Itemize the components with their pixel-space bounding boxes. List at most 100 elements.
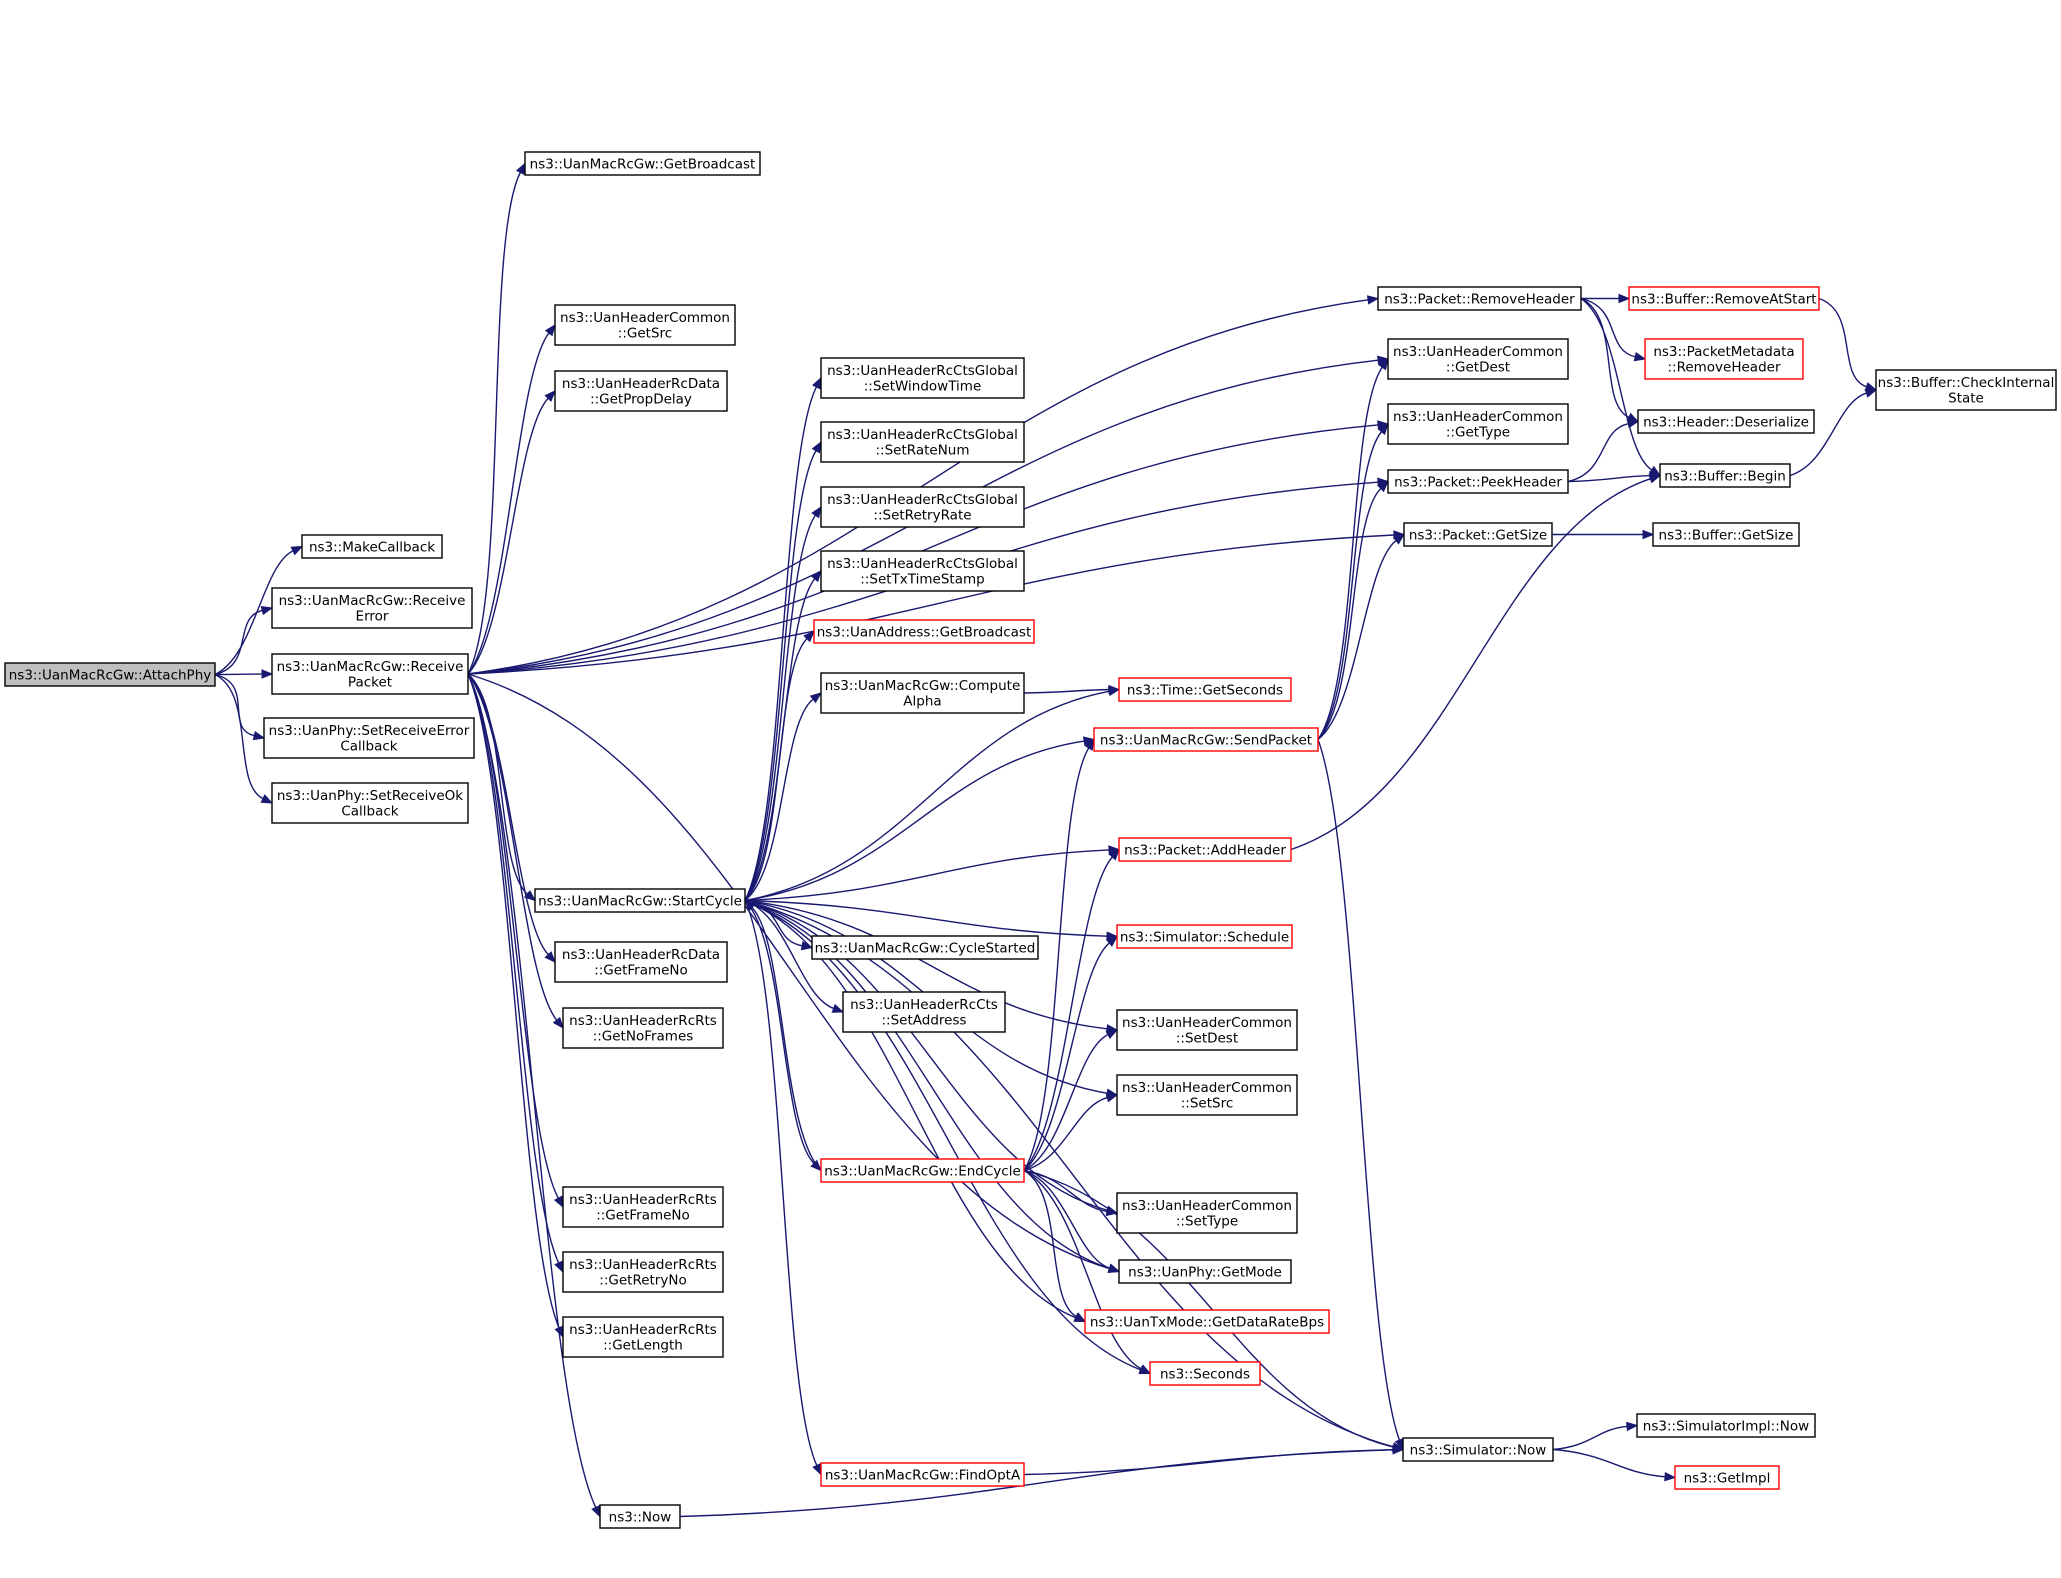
node-label: ns3::Header::Deserialize xyxy=(1643,414,1809,430)
node-box xyxy=(1387,403,1569,445)
node-label: Callback xyxy=(341,804,398,820)
node-rtsframeno[interactable]: ns3::UanHeaderRcRts::GetFrameNo xyxy=(562,1186,724,1228)
node-label: ::GetFrameNo xyxy=(596,1208,690,1224)
node-bufbegin[interactable]: ns3::Buffer::Begin xyxy=(1659,463,1791,488)
node-rtsnoframes[interactable]: ns3::UanHeaderRcRts::GetNoFrames xyxy=(562,1007,724,1049)
node-ctssetaddress[interactable]: ns3::UanHeaderRcCts::SetAddress xyxy=(842,991,1006,1033)
node-timegetseconds[interactable]: ns3::Time::GetSeconds xyxy=(1118,677,1292,702)
node-setwindowtime[interactable]: ns3::UanHeaderRcCtsGlobal::SetWindowTime xyxy=(820,357,1025,399)
edge-line xyxy=(467,424,1379,675)
node-rtslength[interactable]: ns3::UanHeaderRcRts::GetLength xyxy=(562,1316,724,1358)
node-hcsetsrc[interactable]: ns3::UanHeaderCommon::SetSrc xyxy=(1116,1074,1298,1116)
node-sendpacket[interactable]: ns3::UanMacRcGw::SendPacket xyxy=(1093,727,1319,752)
edge-line xyxy=(744,899,1077,1319)
edge-line xyxy=(1317,431,1383,740)
edge-arrowhead xyxy=(1105,1029,1119,1039)
node-settxtimestamp[interactable]: ns3::UanHeaderRcCtsGlobal::SetTxTimeStam… xyxy=(820,550,1025,592)
node-pmremoveheader[interactable]: ns3::PacketMetadata::RemoveHeader xyxy=(1644,338,1804,380)
node-box xyxy=(1659,463,1791,488)
node-now[interactable]: ns3::Now xyxy=(599,1504,681,1529)
node-seconds[interactable]: ns3::Seconds xyxy=(1149,1361,1261,1386)
node-attach[interactable]: ns3::UanMacRcGw::AttachPhy xyxy=(4,662,216,687)
node-removeheader[interactable]: ns3::Packet::RemoveHeader xyxy=(1377,286,1582,311)
node-label: ::GetPropDelay xyxy=(590,392,692,408)
node-box xyxy=(534,888,746,913)
edge-computealpha-to-timegetseconds xyxy=(1023,684,1121,695)
node-box xyxy=(820,1158,1025,1183)
node-implnow[interactable]: ns3::SimulatorImpl::Now xyxy=(1636,1413,1816,1438)
node-box xyxy=(1084,1309,1330,1334)
edge-removeheader-to-bufbegin xyxy=(1580,297,1662,477)
node-hcsettype[interactable]: ns3::UanHeaderCommon::SetType xyxy=(1116,1192,1298,1234)
edge-arrowhead xyxy=(553,1195,564,1209)
node-findopta[interactable]: ns3::UanMacRcGw::FindOptA xyxy=(820,1462,1025,1487)
node-hcgettype[interactable]: ns3::UanHeaderCommon::GetType xyxy=(1387,403,1569,445)
node-hcgetsrc[interactable]: ns3::UanHeaderCommon::GetSrc xyxy=(554,304,736,346)
edge-arrowhead xyxy=(1084,738,1095,751)
edge-recvpkt-to-rtsnoframes xyxy=(467,673,564,1030)
node-simnow[interactable]: ns3::Simulator::Now xyxy=(1402,1437,1554,1462)
node-pktgetsize[interactable]: ns3::Packet::GetSize xyxy=(1403,522,1553,547)
edge-arrowhead xyxy=(1105,935,1119,947)
node-getdataratebps[interactable]: ns3::UanTxMode::GetDataRateBps xyxy=(1084,1309,1330,1334)
edge-line xyxy=(467,332,550,675)
node-label: ns3::Buffer::Begin xyxy=(1664,468,1786,484)
edge-arrowhead xyxy=(1648,474,1662,484)
node-uanaddrbroadcast[interactable]: ns3::UanAddress::GetBroadcast xyxy=(813,619,1035,644)
node-peekheader[interactable]: ns3::Packet::PeekHeader xyxy=(1387,469,1569,494)
node-rtsretryno[interactable]: ns3::UanHeaderRcRts::GetRetryNo xyxy=(562,1251,724,1293)
node-getimpl[interactable]: ns3::GetImpl xyxy=(1674,1465,1780,1490)
node-recverr[interactable]: ns3::UanMacRcGw::ReceiveError xyxy=(271,587,473,629)
node-label: ns3::Simulator::Schedule xyxy=(1120,929,1289,945)
node-addheader[interactable]: ns3::Packet::AddHeader xyxy=(1118,837,1292,862)
node-cyclestarted[interactable]: ns3::UanMacRcGw::CycleStarted xyxy=(811,935,1039,960)
node-label: ns3::UanMacRcGw::AttachPhy xyxy=(9,667,212,683)
edge-arrowhead xyxy=(1105,1093,1119,1103)
edge-line xyxy=(1317,739,1401,1441)
edge-arrowhead xyxy=(809,692,823,704)
node-schedule[interactable]: ns3::Simulator::Schedule xyxy=(1116,924,1293,949)
node-makecb[interactable]: ns3::MakeCallback xyxy=(301,534,443,559)
edge-arrowhead xyxy=(544,390,556,402)
node-label: ::SetTxTimeStamp xyxy=(860,572,984,588)
edge-line xyxy=(467,673,549,956)
node-getbroadcast[interactable]: ns3::UanMacRcGw::GetBroadcast xyxy=(524,151,761,176)
edge-line xyxy=(214,673,264,800)
edge-arrowhead xyxy=(810,569,822,583)
node-startcycle[interactable]: ns3::UanMacRcGw::StartCycle xyxy=(534,888,746,913)
node-box xyxy=(1628,286,1820,311)
node-box xyxy=(562,1186,724,1228)
node-rcdataframeno[interactable]: ns3::UanHeaderRcData::GetFrameNo xyxy=(554,941,728,983)
node-label: ns3::Packet::AddHeader xyxy=(1124,842,1286,858)
node-removeatstart[interactable]: ns3::Buffer::RemoveAtStart xyxy=(1628,286,1820,311)
node-label: ::GetLength xyxy=(603,1338,683,1354)
node-setretryrate[interactable]: ns3::UanHeaderRcCtsGlobal::SetRetryRate xyxy=(820,486,1025,528)
node-deserialize[interactable]: ns3::Header::Deserialize xyxy=(1637,409,1815,434)
node-rcdatapropdelay[interactable]: ns3::UanHeaderRcData::GetPropDelay xyxy=(554,370,728,412)
node-getmode[interactable]: ns3::UanPhy::GetMode xyxy=(1118,1259,1292,1284)
node-label: ::RemoveHeader xyxy=(1667,360,1780,376)
node-hcsetdest[interactable]: ns3::UanHeaderCommon::SetDest xyxy=(1116,1009,1298,1051)
edge-line xyxy=(1580,297,1653,471)
node-setratenum[interactable]: ns3::UanHeaderRcCtsGlobal::SetRateNum xyxy=(820,421,1025,463)
node-label: ns3::Buffer::RemoveAtStart xyxy=(1631,291,1816,307)
edge-endcycle-to-addheader xyxy=(1023,848,1120,1171)
node-box xyxy=(1116,1192,1298,1234)
node-endcycle[interactable]: ns3::UanMacRcGw::EndCycle xyxy=(820,1158,1025,1183)
node-label: ns3::UanHeaderCommon xyxy=(1393,409,1563,425)
edge-simnow-to-getimpl xyxy=(1552,1448,1677,1482)
node-hcgetdest[interactable]: ns3::UanHeaderCommon::GetDest xyxy=(1387,338,1569,380)
node-bufgetsize[interactable]: ns3::Buffer::GetSize xyxy=(1652,522,1800,547)
edge-arrowhead xyxy=(1642,529,1655,540)
edge-line xyxy=(744,386,818,901)
node-label: Alpha xyxy=(903,694,941,710)
edge-sendpacket-to-hcgettype xyxy=(1317,422,1389,740)
edge-line xyxy=(744,514,816,901)
edge-line xyxy=(1023,942,1110,1172)
